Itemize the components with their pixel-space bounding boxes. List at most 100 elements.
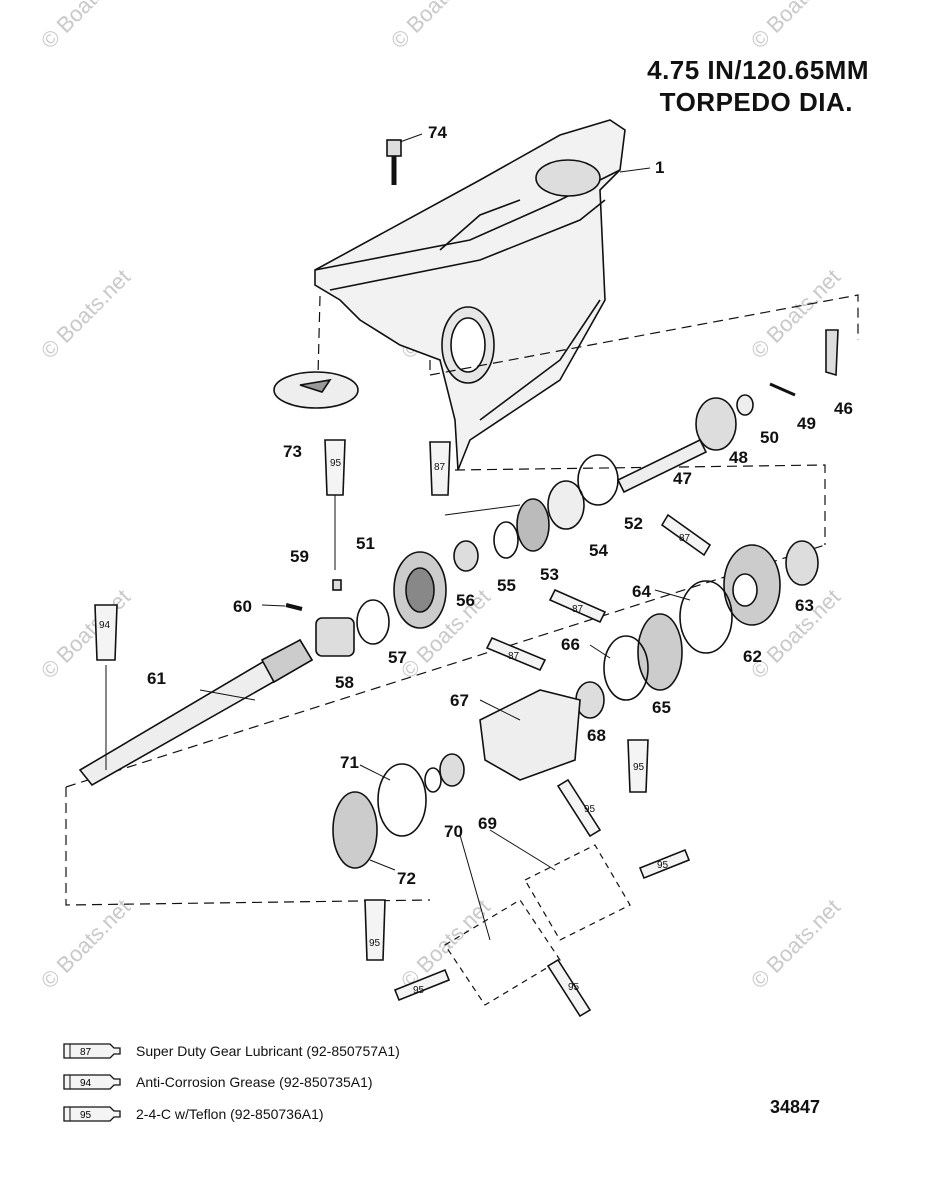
nut-69 xyxy=(439,753,465,787)
cam-48 xyxy=(695,397,737,451)
callout-1: 1 xyxy=(655,158,664,177)
watermark: © Boats.net xyxy=(36,894,135,993)
legend-item-95: 95 2-4-C w/Teflon (92-850736A1) xyxy=(62,1102,324,1126)
part-46 xyxy=(825,329,839,377)
callout-57: 57 xyxy=(388,648,407,667)
gear-housing xyxy=(314,119,626,471)
watermark: © Boats.net xyxy=(386,0,485,54)
callout-66: 66 xyxy=(561,635,580,654)
tube-label-95: 95 xyxy=(330,458,342,469)
tube-label-95: 95 xyxy=(369,938,381,949)
title-line-2: TORPEDO DIA. xyxy=(659,87,853,117)
ring-57 xyxy=(356,599,390,645)
subassembly-boxes xyxy=(444,844,631,1006)
shim-64 xyxy=(679,580,733,654)
watermark: © Boats.net xyxy=(746,0,845,54)
callout-60: 60 xyxy=(233,597,252,616)
grease-tube-icon: 87 xyxy=(63,1043,121,1059)
legend-text: Anti-Corrosion Grease (92-850735A1) xyxy=(136,1074,373,1090)
shaft-47 xyxy=(616,438,708,494)
gear-51 xyxy=(393,551,447,629)
grease-tubes xyxy=(94,439,712,1018)
anode-73 xyxy=(273,371,359,409)
callout-46: 46 xyxy=(834,399,853,418)
watermark: © Boats.net xyxy=(36,584,135,683)
tube-labels: 95 94 87 87 87 87 95 95 95 95 95 95 xyxy=(99,458,691,996)
tube-label-87: 87 xyxy=(508,651,520,662)
tube-label-87: 87 xyxy=(572,604,584,615)
part-49 xyxy=(769,382,796,397)
callout-53: 53 xyxy=(540,565,559,584)
gear-62 xyxy=(723,544,781,626)
part-callouts: 1 46 47 48 49 50 51 52 53 54 55 56 57 58… xyxy=(147,123,853,888)
retainer-71 xyxy=(377,763,427,837)
ring-63 xyxy=(785,540,819,586)
legend-text: Super Duty Gear Lubricant (92-850757A1) xyxy=(136,1043,400,1059)
callout-63: 63 xyxy=(795,596,814,615)
callout-56: 56 xyxy=(456,591,475,610)
callout-64: 64 xyxy=(632,582,651,601)
shim-52 xyxy=(577,454,619,506)
callout-50: 50 xyxy=(760,428,779,447)
propeller-shaft-61 xyxy=(78,638,314,787)
callout-67: 67 xyxy=(450,691,469,710)
title-line-1: 4.75 IN/120.65MM xyxy=(647,55,869,85)
watermark: © Boats.net xyxy=(36,264,135,363)
callout-65: 65 xyxy=(652,698,671,717)
tube-label-94: 94 xyxy=(99,620,111,631)
callout-49: 49 xyxy=(797,414,816,433)
callout-72: 72 xyxy=(397,869,416,888)
callout-62: 62 xyxy=(743,647,762,666)
grease-tube-icon: 94 xyxy=(63,1074,121,1090)
callout-61: 61 xyxy=(147,669,166,688)
watermark: © Boats.net xyxy=(746,894,845,993)
callout-55: 55 xyxy=(497,576,516,595)
tube-label-95: 95 xyxy=(657,860,669,871)
clutch-58 xyxy=(315,617,355,657)
watermarks: © Boats.net © Boats.net © Boats.net © Bo… xyxy=(36,0,845,994)
carrier-67 xyxy=(479,689,581,781)
tube-label-95: 95 xyxy=(568,982,580,993)
callout-58: 58 xyxy=(335,673,354,692)
legend-code: 94 xyxy=(80,1078,92,1089)
callout-68: 68 xyxy=(587,726,606,745)
watermark: © Boats.net xyxy=(36,0,135,54)
leader-lines xyxy=(105,133,691,941)
callout-59: 59 xyxy=(290,547,309,566)
callout-70: 70 xyxy=(444,822,463,841)
legend-code: 95 xyxy=(80,1110,92,1121)
washer-70 xyxy=(424,767,442,793)
callout-51: 51 xyxy=(356,534,375,553)
bearing-53 xyxy=(516,498,550,552)
bearing-cup-54 xyxy=(547,480,585,530)
assembly-lines xyxy=(65,294,859,906)
legend-item-87: 87 Super Duty Gear Lubricant (92-850757A… xyxy=(62,1039,400,1063)
legend-code: 87 xyxy=(80,1047,92,1058)
legend-text: 2-4-C w/Teflon (92-850736A1) xyxy=(136,1106,324,1122)
callout-71: 71 xyxy=(340,753,359,772)
pin-60 xyxy=(285,603,303,611)
bearing-56 xyxy=(453,540,479,572)
callout-52: 52 xyxy=(624,514,643,533)
legend-item-94: 94 Anti-Corrosion Grease (92-850735A1) xyxy=(62,1070,373,1094)
grease-tube-icon: 95 xyxy=(63,1106,121,1122)
tube-label-87: 87 xyxy=(434,462,446,473)
o-ring-66 xyxy=(603,635,649,701)
part-50 xyxy=(736,394,754,416)
callout-73: 73 xyxy=(283,442,302,461)
bearing-72 xyxy=(332,791,378,869)
callout-74: 74 xyxy=(428,123,447,142)
tube-label-95: 95 xyxy=(413,985,425,996)
bearing-65 xyxy=(637,613,683,691)
callout-69: 69 xyxy=(478,814,497,833)
drawing-number: 34847 xyxy=(770,1097,821,1117)
callout-47: 47 xyxy=(673,469,692,488)
screw-74 xyxy=(386,139,402,185)
tube-label-95: 95 xyxy=(584,804,596,815)
callout-54: 54 xyxy=(589,541,608,560)
ring-55 xyxy=(493,521,519,559)
tube-label-95: 95 xyxy=(633,762,645,773)
tube-label-87: 87 xyxy=(679,533,691,544)
callout-48: 48 xyxy=(729,448,748,467)
